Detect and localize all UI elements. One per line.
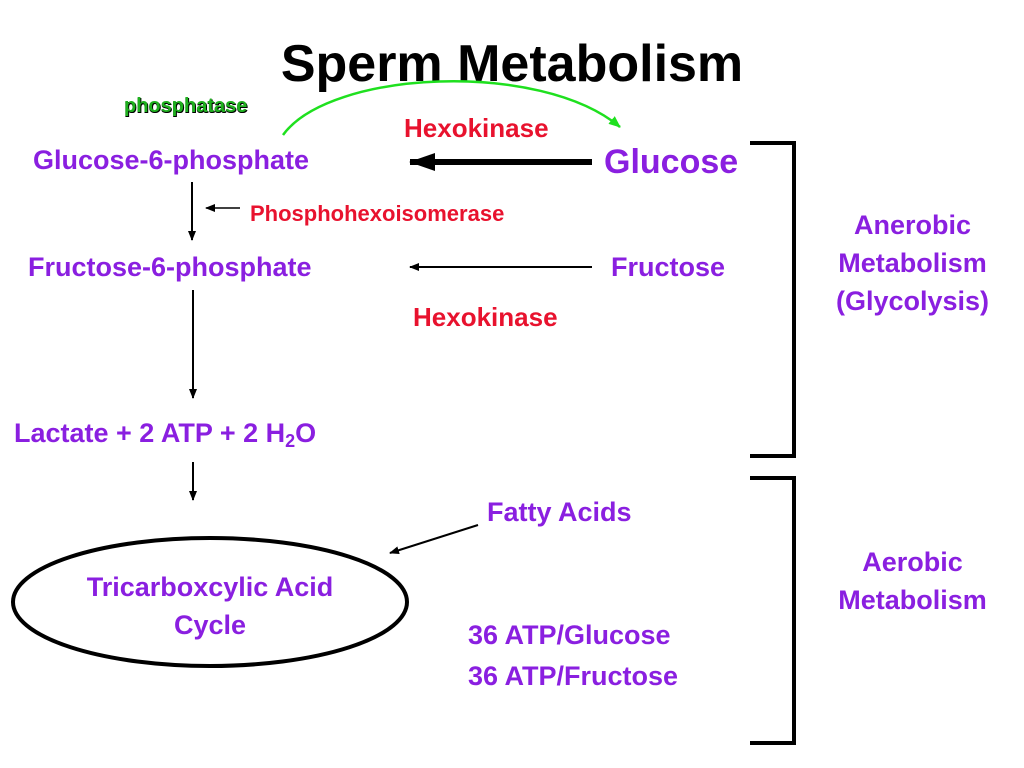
anaerobic-line-2: Metabolism: [838, 248, 987, 278]
lactate-tail: O: [295, 418, 317, 448]
aerobic-line-1: Aerobic: [862, 547, 963, 577]
aerobic-metabolism-label: Aerobic Metabolism: [795, 543, 1024, 619]
glucose-6-phosphate-label: Glucose-6-phosphate: [33, 145, 310, 175]
atp-fructose-yield: 36 ATP/Fructose: [468, 661, 679, 691]
fructose-6-phosphate-label: Fructose-6-phosphate: [28, 252, 312, 282]
phosphatase-label: phosphatase: [124, 95, 248, 117]
lactate-text: Lactate + 2 ATP + 2 H: [14, 418, 286, 448]
tca-line-2: Cycle: [173, 610, 247, 640]
anaerobic-line-3: (Glycolysis): [835, 286, 990, 316]
lactate-label: Lactate + 2 ATP + 2 H2O: [14, 418, 317, 451]
phosphohexoisomerase-label: Phosphohexoisomerase: [250, 201, 505, 226]
aerobic-line-2: Metabolism: [838, 585, 987, 615]
tca-line-1: Tricarboxcylic Acid: [86, 572, 334, 602]
hexokinase-fructose-label: Hexokinase: [413, 302, 558, 332]
fructose-label: Fructose: [611, 252, 726, 282]
lactate-subscript: 2: [285, 431, 296, 451]
anaerobic-metabolism-label: Anerobic Metabolism (Glycolysis): [795, 206, 1024, 320]
tca-cycle-label: Tricarboxcylic Acid Cycle: [14, 568, 406, 644]
anaerobic-line-1: Anerobic: [853, 210, 972, 240]
phosphatase-curved-arrow: [281, 80, 621, 136]
hexokinase-glucose-label: Hexokinase: [404, 113, 549, 143]
page-title: Sperm Metabolism: [280, 35, 744, 93]
glucose-label: Glucose: [604, 143, 739, 181]
anaerobic-bracket: [750, 141, 796, 458]
fatty-acids-label: Fatty Acids: [487, 497, 632, 527]
fatty-acids-to-tca-arrow: [389, 524, 479, 555]
aerobic-bracket: [750, 476, 796, 745]
atp-glucose-yield: 36 ATP/Glucose: [468, 620, 671, 650]
tca-cycle-ellipse: [11, 536, 409, 668]
